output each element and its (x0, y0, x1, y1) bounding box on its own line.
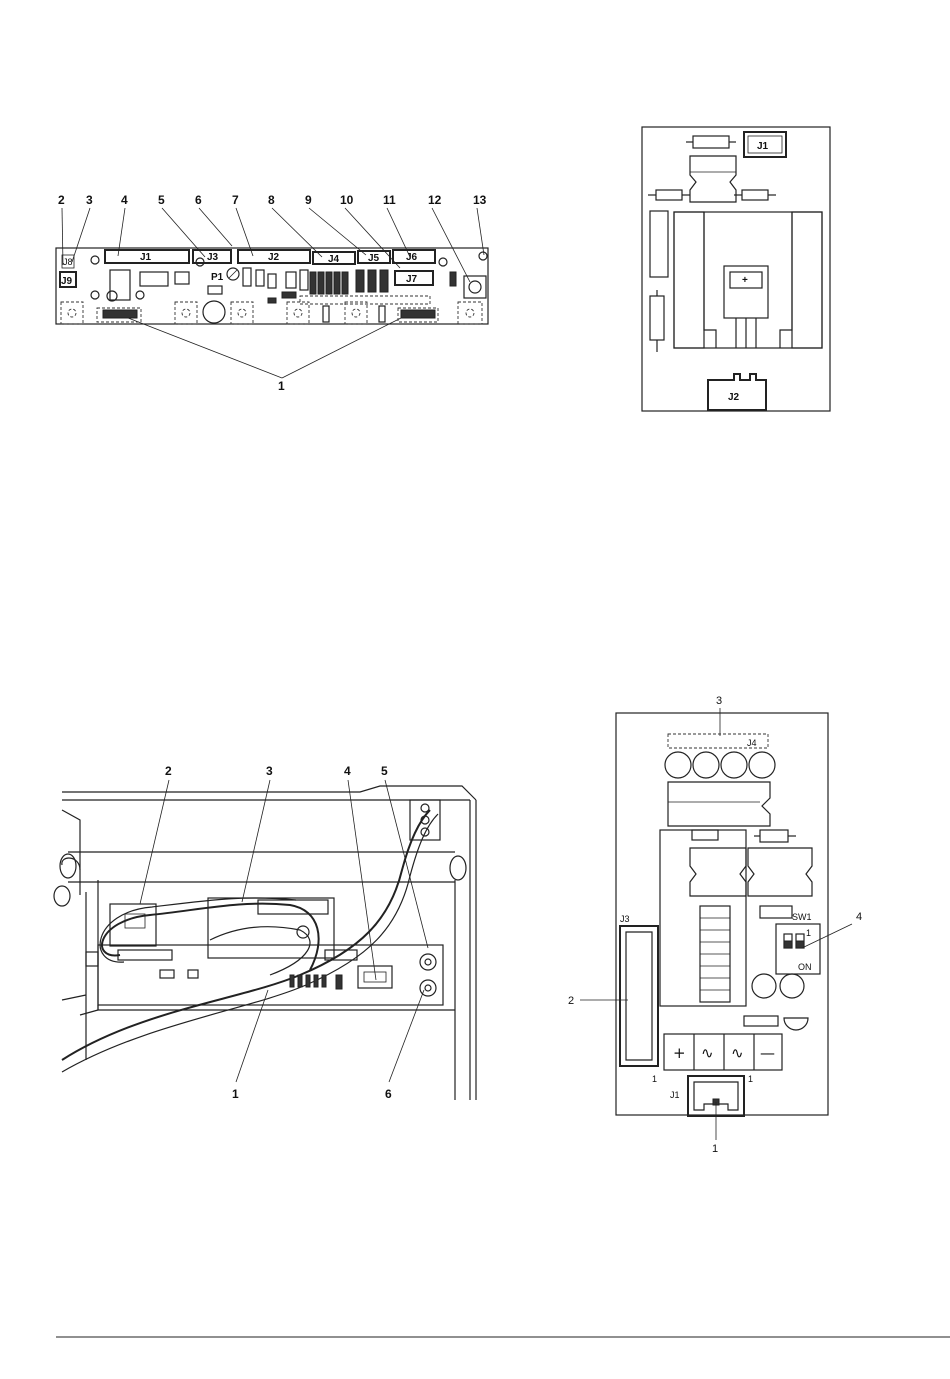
psu-regulator-mark: + (742, 275, 748, 286)
psu-bottom-figure: 3 J4 SW1 (568, 695, 862, 1155)
psu2-switch-position-on: ON (798, 962, 812, 972)
cabinet-sub-d-connector (358, 966, 392, 988)
cabinet-callout-1: 1 (232, 1087, 239, 1101)
psu2-callout-1: 1 (712, 1143, 718, 1155)
callout-3: 3 (86, 193, 93, 207)
leader-lines (62, 208, 484, 378)
psu2-connector-j3-label: J3 (620, 914, 630, 924)
psu2-connector-j1-label: J1 (670, 1090, 680, 1100)
connector-j8-label: J8 (63, 257, 73, 267)
psu2-switch-position-1: 1 (806, 928, 811, 938)
board-top-figure: 2 3 4 5 6 7 8 9 10 11 12 13 1 (56, 193, 488, 393)
cabinet-callout-5: 5 (381, 764, 388, 778)
callout-1: 1 (278, 379, 285, 393)
connector-j3-label: J3 (207, 252, 219, 263)
connector-j2-label: J2 (268, 252, 280, 263)
cabinet-callout-3: 3 (266, 764, 273, 778)
callout-13: 13 (473, 193, 487, 207)
psu2-callout-3: 3 (716, 695, 722, 707)
callout-5: 5 (158, 193, 165, 207)
round-cable (62, 810, 430, 1060)
callout-4: 4 (121, 193, 128, 207)
psu2-callout-2: 2 (568, 995, 574, 1007)
potentiometer-p1-label: P1 (211, 272, 224, 283)
connector-j5-label: J5 (368, 253, 380, 264)
callout-6: 6 (195, 193, 202, 207)
callout-7: 7 (232, 193, 239, 207)
cabinet-callout-6: 6 (385, 1087, 392, 1101)
terminal-plus-symbol: + (673, 1044, 686, 1062)
callout-8: 8 (268, 193, 275, 207)
psu-heatsink (674, 212, 822, 348)
cabinet-callout-4: 4 (344, 764, 351, 778)
cabinet-callout-2: 2 (165, 764, 172, 778)
cabinet-upper-board (208, 898, 334, 958)
callout-2: 2 (58, 193, 65, 207)
connector-j4-label: J4 (328, 254, 340, 265)
callout-9: 9 (305, 193, 312, 207)
connector-j9-label: J9 (61, 276, 73, 287)
connector-j7-label: J7 (406, 274, 418, 285)
terminal-ac-symbol-2: ∿ (731, 1044, 744, 1062)
psu-top-figure: J1 + J2 (642, 127, 830, 411)
connector-j1-label: J1 (140, 252, 152, 263)
psu-connector-j1-label: J1 (757, 141, 769, 152)
callout-11: 11 (383, 193, 396, 207)
callout-10: 10 (340, 193, 354, 207)
psu-connector-j2-label: J2 (728, 392, 740, 403)
psu2-pin-label-right: 1 (748, 1074, 753, 1084)
psu2-sw1-label: SW1 (792, 912, 812, 922)
terminal-ac-symbol-1: ∿ (701, 1044, 714, 1062)
terminal-minus-symbol: — (760, 1044, 775, 1062)
cabinet-figure: 2 3 4 5 1 6 (54, 764, 476, 1101)
callout-12: 12 (428, 193, 442, 207)
psu2-pin-label-left: 1 (652, 1074, 657, 1084)
connector-j6-label: J6 (406, 252, 418, 263)
psu2-connector-j4-label: J4 (747, 738, 757, 748)
psu2-callout-4: 4 (856, 911, 862, 923)
